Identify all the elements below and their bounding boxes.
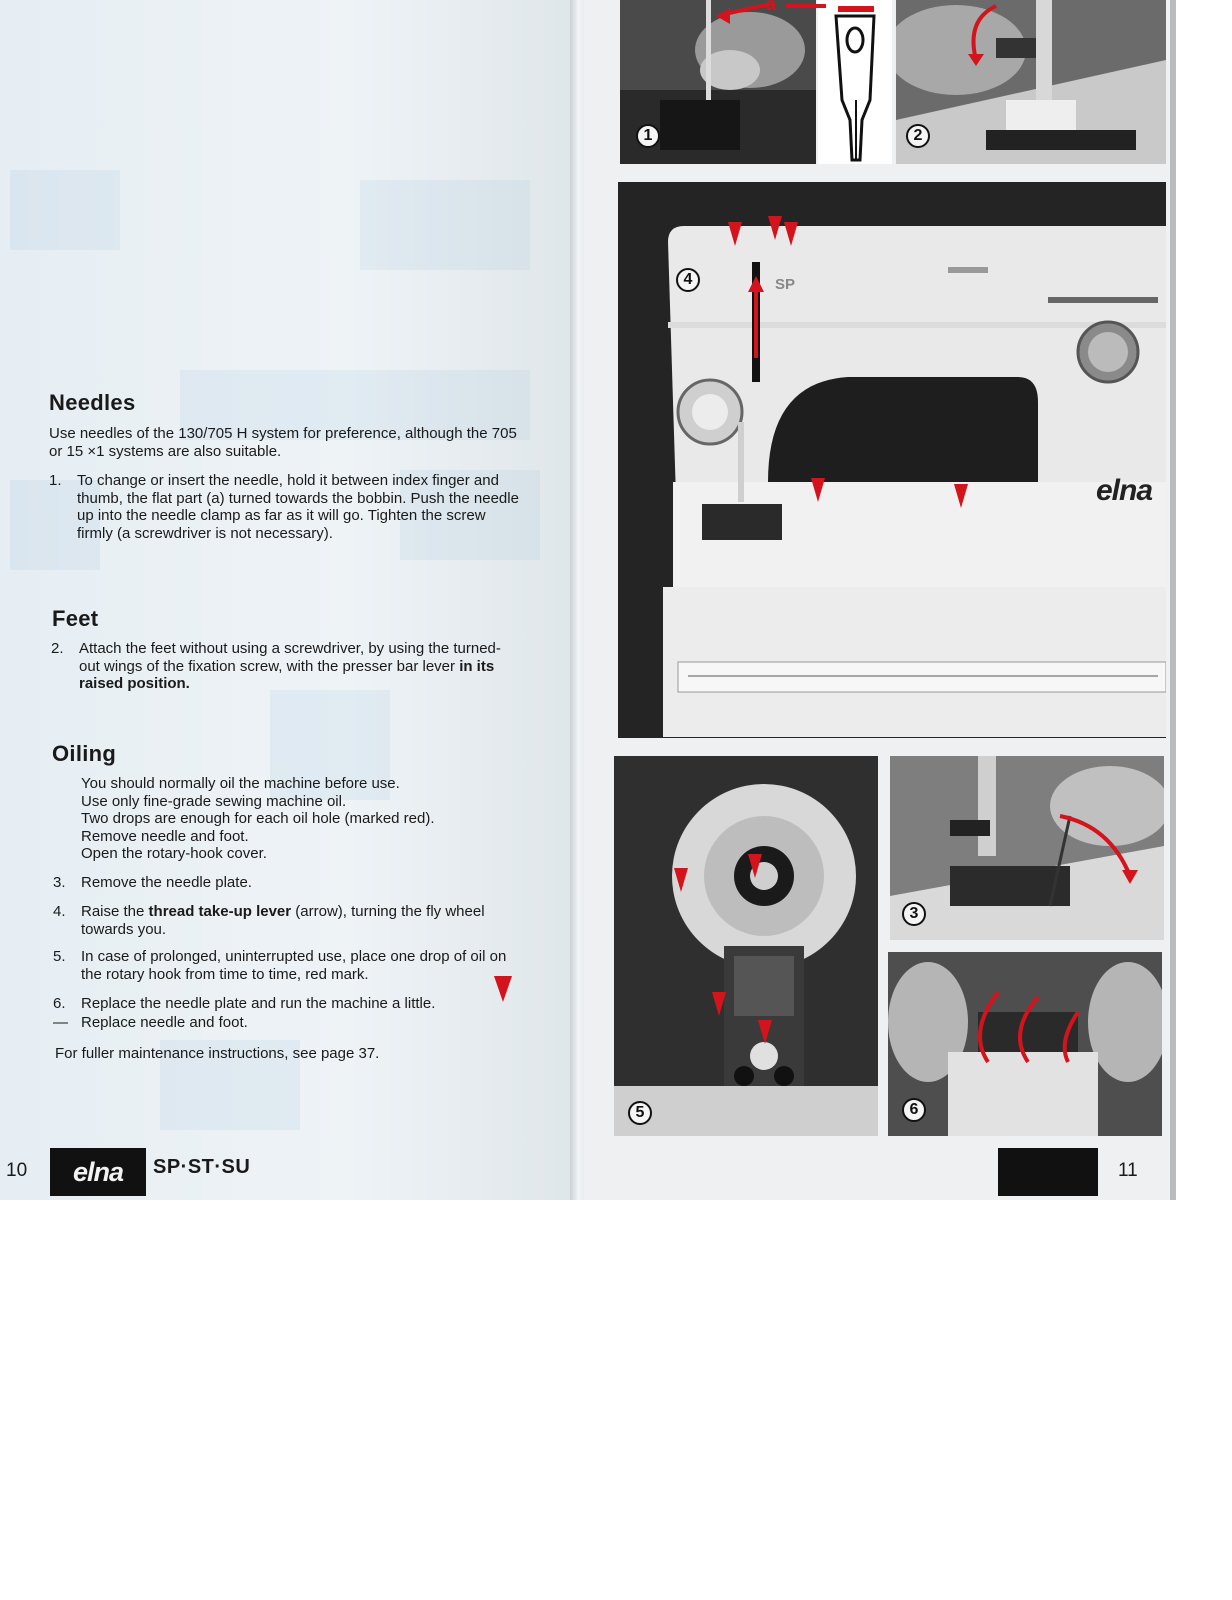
machine-brand-logo: elna (1096, 474, 1153, 507)
oiling-step-3: 3. Remove the needle plate. (53, 874, 503, 892)
figure-number-badge: 6 (902, 1098, 926, 1122)
photo-sewing-machine: 4 SP elna (618, 182, 1166, 738)
step-text: Remove the needle plate. (81, 874, 252, 891)
flat-part-label: a (766, 0, 777, 14)
oil-mark-icon (494, 976, 512, 1002)
page-number-right: 11 (1118, 1160, 1138, 1181)
photo-foot-attach: 2 (896, 0, 1166, 164)
step-text-part: (arrow), turning the fly wheel towards y… (81, 903, 485, 938)
model-badge: SP (775, 276, 796, 293)
figure-number-badge: 3 (902, 902, 926, 926)
step-text-part: Attach the feet without using a screwdri… (79, 640, 501, 675)
oiling-heading: Oiling (52, 741, 117, 766)
step-text: To change or insert the needle, hold it … (77, 472, 519, 542)
show-through-block (10, 480, 100, 570)
step-text: In case of prolonged, uninterrupted use,… (81, 948, 507, 983)
step-number: 1. (49, 472, 62, 489)
step-text: Raise the thread take-up lever (arrow), … (81, 903, 503, 938)
left-page: Needles Use needles of the 130/705 H sys… (0, 0, 580, 1200)
photo-needle-plate-removal: 3 (890, 756, 1164, 940)
needles-heading: Needles (49, 390, 136, 415)
show-through-block (160, 1040, 300, 1130)
figure-number-badge: 4 (676, 268, 700, 292)
step-number: 5. (53, 948, 66, 965)
book-gutter (570, 0, 584, 1200)
feet-heading: Feet (52, 606, 99, 631)
figure-number-badge: 2 (906, 124, 930, 148)
oiling-step-dash: — Replace needle and foot. (53, 1014, 503, 1032)
step-text-part: Raise the (81, 903, 149, 920)
step-number: 3. (53, 874, 66, 891)
elna-logo: elna (50, 1148, 146, 1196)
show-through-block (270, 690, 390, 800)
show-through-block (360, 180, 530, 270)
step-number: 6. (53, 995, 66, 1012)
step-text-bold: in its raised position. (79, 657, 495, 693)
figure-number-badge: 1 (636, 124, 660, 148)
needles-intro: Use needles of the 130/705 H system for … (49, 425, 517, 460)
step-number: 2. (51, 640, 64, 657)
page-edge (1170, 0, 1176, 1200)
manual-spread: Needles Use needles of the 130/705 H sys… (0, 0, 1176, 1200)
oiling-step-4: 4. Raise the thread take-up lever (arrow… (53, 903, 503, 938)
needle-diagram (818, 0, 892, 164)
show-through-block (10, 170, 120, 250)
oiling-intro: You should normally oil the machine befo… (81, 775, 521, 863)
photo-hook-cover: 6 (888, 952, 1162, 1136)
oiling-intro-line: Open the rotary-hook cover. (81, 845, 267, 862)
oiling-intro-line: You should normally oil the machine befo… (81, 775, 400, 792)
photo-rotary-hook: 5 (614, 756, 878, 1136)
step-number: — (53, 1014, 68, 1031)
oiling-intro-line: Remove needle and foot. (81, 827, 249, 845)
step-text: Replace the needle plate and run the mac… (81, 995, 436, 1012)
show-through-block (400, 470, 540, 560)
step-text-bold: thread take-up lever (148, 903, 292, 920)
step-text: Attach the feet without using a screwdri… (79, 640, 511, 693)
feet-step-2: 2. Attach the feet without using a screw… (51, 640, 511, 693)
oiling-intro-line: Two drops are enough for each oil hole (… (81, 810, 435, 827)
maintenance-note: For fuller maintenance instructions, see… (55, 1045, 380, 1062)
photo-needle-insert: 1 (620, 0, 816, 164)
footer-black-block (998, 1148, 1098, 1196)
oiling-intro-line: Use only fine-grade sewing machine oil. (81, 792, 347, 810)
needles-step-1: 1. To change or insert the needle, hold … (49, 472, 519, 542)
step-number: 4. (53, 903, 66, 920)
step-text: Replace needle and foot. (81, 1014, 248, 1031)
pointer-arrow (786, 4, 826, 8)
show-through-block (180, 370, 530, 440)
oiling-step-6: 6. Replace the needle plate and run the … (53, 995, 503, 1013)
oiling-step-5: 5. In case of prolonged, uninterrupted u… (53, 948, 515, 983)
figure-number-badge: 5 (628, 1101, 652, 1125)
page-number-left: 10 (6, 1160, 28, 1181)
model-label: SP·ST·SU (153, 1156, 251, 1178)
